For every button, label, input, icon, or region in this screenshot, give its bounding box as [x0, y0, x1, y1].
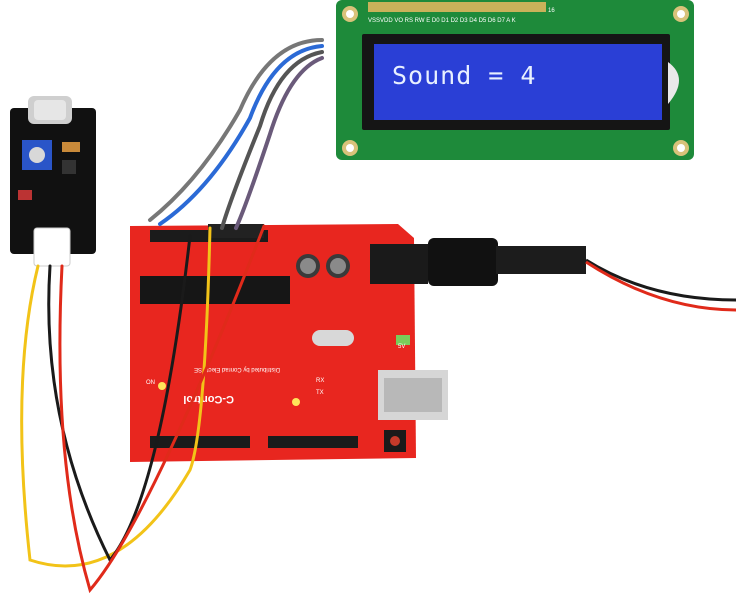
sound-sensor-module — [10, 96, 96, 267]
microcontroller-chip — [140, 276, 290, 304]
wires — [20, 38, 324, 594]
lcd-pin-labels: VSSVDD VO RS RW E D0 D1 D2 D3 D4 D5 D6 D… — [368, 18, 516, 24]
lcd-pin-number: 16 — [548, 8, 555, 14]
lcd-screen — [374, 44, 662, 120]
sensor-connector — [33, 227, 71, 267]
label-on: ON — [146, 380, 155, 386]
power-jack — [370, 244, 428, 284]
label-tx: TX — [316, 390, 324, 396]
label-5v: 5V — [398, 344, 405, 350]
lcd-pin-header — [368, 2, 546, 12]
label-rx: RX — [316, 378, 324, 384]
lcd-display-text: Sound = 4 — [392, 61, 536, 90]
board-subtitle: Distributed by Conrad Electr. SE — [194, 366, 280, 372]
arduino-board: C-Control Distributed by Conrad Electr. … — [130, 224, 448, 462]
lcd-module: VSSVDD VO RS RW E D0 D1 D2 D3 D4 D5 D6 D… — [336, 0, 694, 160]
dc-power-cable — [428, 238, 736, 312]
